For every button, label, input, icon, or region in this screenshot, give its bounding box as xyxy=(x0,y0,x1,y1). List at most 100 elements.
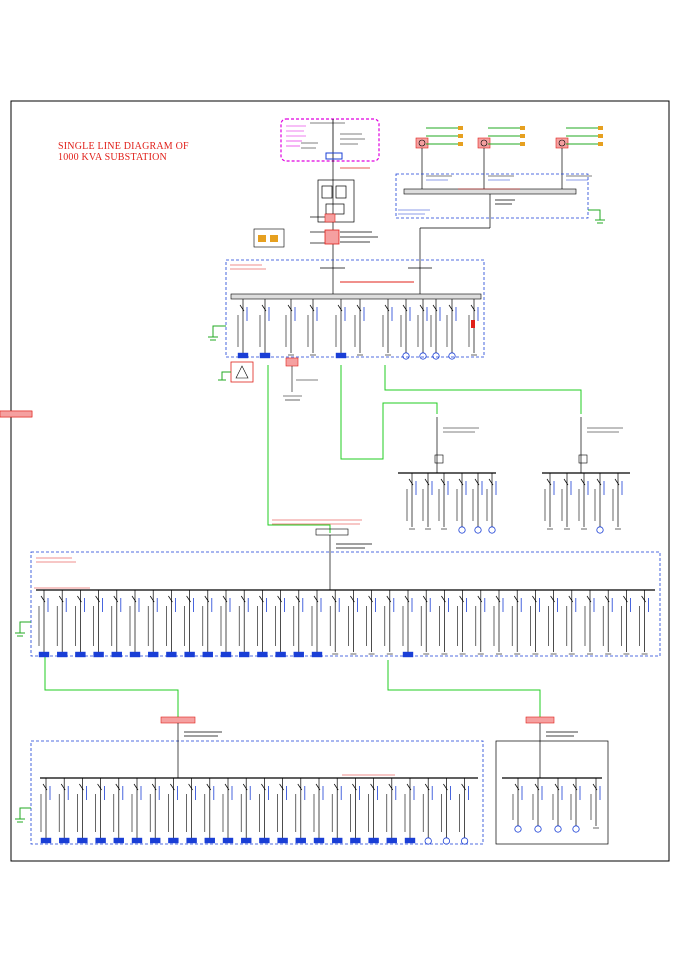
feeder xyxy=(511,590,522,655)
feeder xyxy=(58,778,70,844)
feeder xyxy=(93,590,104,658)
breaker-icon xyxy=(441,595,446,603)
feeder xyxy=(348,590,358,655)
motor-load-icon xyxy=(534,825,542,833)
feeder xyxy=(456,473,467,534)
feeder xyxy=(75,590,86,658)
breaker-icon xyxy=(337,304,343,312)
breaker-icon xyxy=(97,783,102,791)
feeder-tag xyxy=(277,837,288,844)
breaker-icon xyxy=(222,595,228,603)
breaker-icon xyxy=(261,783,266,791)
apfc-feeder xyxy=(283,357,318,401)
breaker-icon xyxy=(404,595,410,603)
feeder-tag xyxy=(335,352,347,359)
breaker-icon xyxy=(186,595,191,603)
feeder xyxy=(293,590,304,658)
feeder xyxy=(486,473,497,534)
feeder-tag xyxy=(38,651,50,658)
distribution-panel-outline xyxy=(30,551,661,657)
breaker-icon xyxy=(578,454,588,464)
breaker-icon xyxy=(568,595,574,603)
feeder-tag xyxy=(404,837,416,844)
breaker-icon xyxy=(350,595,355,603)
breaker-icon xyxy=(259,595,264,603)
motor-load-icon xyxy=(419,352,427,360)
feeder-tag xyxy=(131,837,143,844)
feeder xyxy=(307,299,318,356)
feeder-tag xyxy=(77,837,88,844)
motor-load-icon xyxy=(460,837,469,845)
feeder-tag xyxy=(259,837,270,844)
dg-sets-panel xyxy=(395,126,605,262)
feeder-tag xyxy=(147,651,159,658)
feeder xyxy=(472,473,483,534)
feeder xyxy=(566,590,577,655)
breaker-icon xyxy=(596,478,602,486)
ht-incoming-tag xyxy=(325,152,343,160)
breaker-icon xyxy=(388,783,394,791)
breaker-icon xyxy=(224,783,230,791)
breaker-icon xyxy=(297,783,303,791)
feeder-tag xyxy=(202,651,214,658)
feeder xyxy=(77,778,88,844)
drawing-border xyxy=(10,100,670,862)
feeder xyxy=(295,778,306,844)
diagram-title-line-1: SINGLE LINE DIAGRAM OF xyxy=(58,141,189,152)
dg-busbar xyxy=(403,188,577,195)
feeder-tag xyxy=(204,837,216,844)
feeder xyxy=(548,590,558,655)
bottom-left-incomer-tag xyxy=(160,716,196,724)
earth-icon xyxy=(588,209,605,224)
feeder xyxy=(257,590,268,658)
feeder-tag xyxy=(184,651,195,658)
feeder xyxy=(382,299,393,356)
breaker-icon xyxy=(95,595,100,603)
feeder-tag xyxy=(237,352,249,359)
breaker-icon xyxy=(459,595,464,603)
feeder xyxy=(222,778,234,844)
sub-db-a xyxy=(0,410,497,534)
feeder xyxy=(56,590,68,658)
feeder xyxy=(166,590,177,658)
feeder xyxy=(277,778,288,844)
motor-load-icon xyxy=(514,825,522,833)
breaker-icon xyxy=(384,304,390,312)
bottom-right-incomer-tag xyxy=(525,716,555,724)
breaker-icon xyxy=(470,304,476,312)
motor-load-icon xyxy=(554,825,562,833)
feeder xyxy=(38,590,50,658)
breaker-icon xyxy=(331,595,337,603)
dg-unit xyxy=(477,126,525,189)
breaker-icon xyxy=(554,783,560,791)
feeder xyxy=(459,778,470,845)
motor-load-icon xyxy=(402,352,410,360)
feeder xyxy=(512,778,523,833)
breaker-icon xyxy=(206,783,212,791)
main-lt-busbar xyxy=(230,293,482,300)
feeder xyxy=(441,778,451,845)
feeder xyxy=(275,590,286,658)
feeder xyxy=(354,299,365,356)
feeder xyxy=(590,778,601,829)
feeder-tag xyxy=(259,352,271,359)
link-cables xyxy=(44,365,582,718)
feeder-tag xyxy=(311,651,323,658)
feeder xyxy=(493,590,504,655)
breaker-icon xyxy=(477,595,483,603)
breaker-icon xyxy=(432,304,438,312)
feeder xyxy=(552,778,563,833)
breaker-icon xyxy=(424,783,430,791)
breaker-icon xyxy=(368,595,373,603)
feeder xyxy=(129,590,141,658)
motor-load-icon xyxy=(474,526,482,534)
feeder xyxy=(113,778,125,844)
sub-db-b xyxy=(0,410,630,534)
feeder xyxy=(237,299,249,359)
breaker-icon xyxy=(261,304,267,312)
breaker-icon xyxy=(514,783,520,791)
feeder xyxy=(149,778,161,844)
feeder xyxy=(184,590,195,658)
breaker-icon xyxy=(168,595,173,603)
